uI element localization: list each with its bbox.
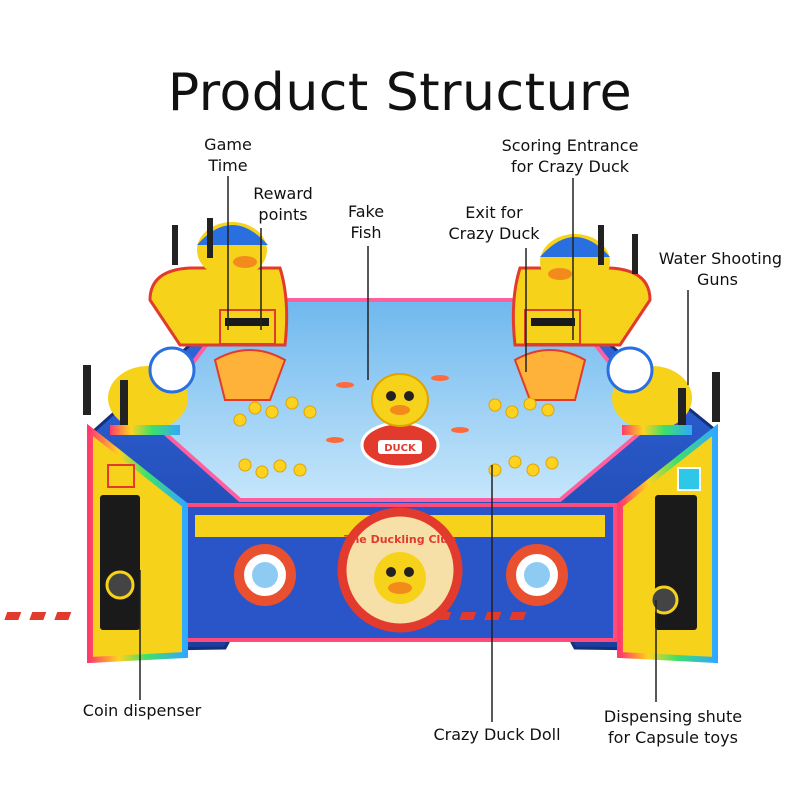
club-sign: The Duckling Club [337,507,463,633]
crazy-duck-boat: DUCK [360,373,440,469]
left-cabinet [87,423,188,664]
callout-dispensing-shute: Dispensing shute for Capsule toys [603,707,743,747]
life-ring-right [506,544,568,606]
callout-exit-crazy-duck: Exit for Crazy Duck [448,203,540,243]
duck-station-front-left [83,346,196,435]
callout-crazy-duck-doll: Crazy Duck Doll [433,725,561,744]
callout-fake-fish: Fake Fish [347,202,385,242]
callout-scoring-entrance: Scoring Entrance for Crazy Duck [501,136,639,176]
sign-text: The Duckling Club [344,533,456,546]
pool-ducks [233,396,559,479]
duck-station-back-left [148,218,289,347]
right-cabinet [617,423,718,664]
callout-water-guns: Water Shooting Guns [658,249,782,289]
boat-text: DUCK [384,443,417,454]
duck-station-back-right [511,225,652,347]
page-title: Product Structure [167,62,633,123]
duck-station-front-right [606,346,720,435]
machine-body: The Duckling Club [4,298,717,652]
fake-fish [326,375,469,443]
life-ring-left [234,544,296,606]
callout-reward-points: Reward points [253,184,313,224]
callout-game-time: Game Time [204,135,252,175]
callout-coin-dispenser: Coin dispenser [82,701,202,720]
chute-left [213,349,287,401]
